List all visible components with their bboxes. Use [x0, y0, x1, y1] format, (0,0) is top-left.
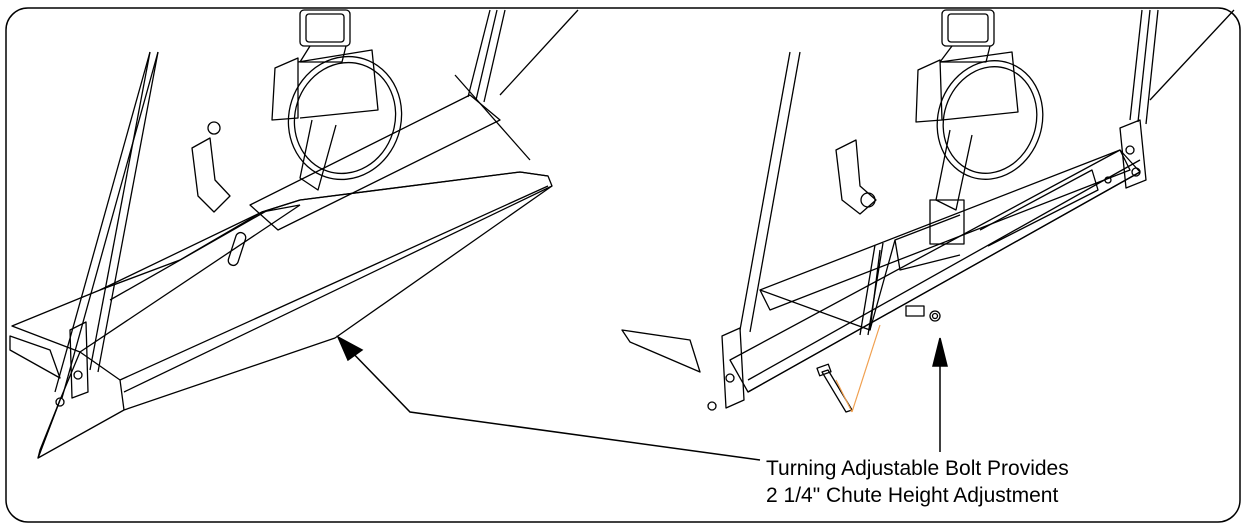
callout-arrows: [336, 335, 948, 461]
figure-frame: [5, 7, 1241, 523]
arrowhead-right: [932, 337, 948, 367]
callout-text-line-2: 2 1/4" Chute Height Adjustment: [766, 484, 1059, 507]
arrowhead-left: [336, 335, 364, 362]
bolt-insertion-path: [835, 324, 881, 413]
right-view-chute-assembly: [621, 9, 1235, 413]
left-view-chute-assembly: [9, 9, 579, 459]
callout-text-line-1: Turning Adjustable Bolt Provides: [766, 457, 1069, 480]
